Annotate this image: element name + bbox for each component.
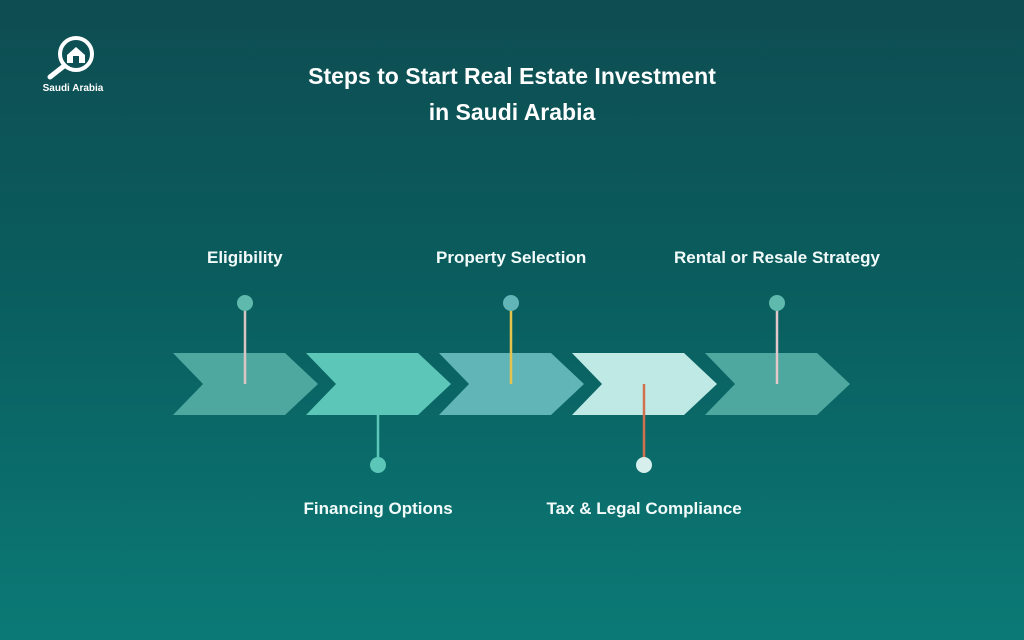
step-dot-1 (237, 295, 253, 311)
house-search-icon (47, 36, 94, 80)
title-line-1: Steps to Start Real Estate Investment (308, 63, 716, 89)
step-label-4: Tax & Legal Compliance (546, 499, 742, 518)
page-title: Steps to Start Real Estate Investment in… (212, 58, 812, 130)
step-dot-5 (769, 295, 785, 311)
step-label-2: Financing Options (303, 499, 453, 518)
step-label-1: Eligibility (207, 248, 283, 267)
title-line-2: in Saudi Arabia (428, 99, 596, 125)
step-label-3: Property Selection (436, 248, 587, 267)
brand-logo: Saudi Arabia (40, 34, 106, 94)
step-label-5: Rental or Resale Strategy (674, 248, 880, 267)
brand-name: Saudi Arabia (42, 83, 104, 94)
step-dot-2 (370, 457, 386, 473)
step-dot-4 (636, 457, 652, 473)
step-dot-3 (503, 295, 519, 311)
